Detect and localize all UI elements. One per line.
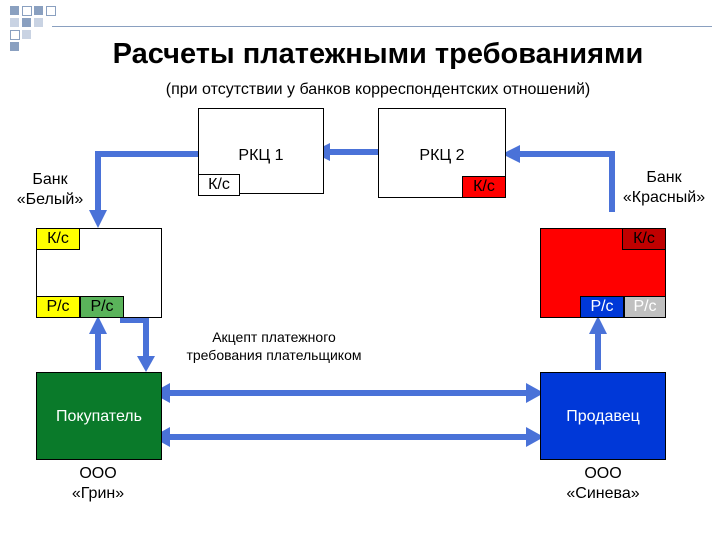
- arrow-bank-red-to-rkc2: [518, 151, 615, 212]
- bank-red-ks: К/с: [622, 228, 666, 250]
- seller-org: ООО «Синева»: [553, 464, 653, 504]
- arrowhead: [137, 356, 155, 372]
- bank-white-ks: К/с: [36, 228, 80, 250]
- corner-square: [10, 42, 19, 51]
- arrowhead: [502, 145, 520, 163]
- bank-red-name: Банк «Красный»: [612, 168, 716, 208]
- buyer-box: [36, 372, 162, 460]
- page-subtitle: (при отсутствии у банков корреспондентск…: [165, 81, 591, 98]
- page-title: Расчеты платежными требованиями: [112, 38, 644, 70]
- bank-white-name-line2: «Белый»: [16, 191, 84, 208]
- arrowhead: [89, 210, 107, 228]
- bank-red-name-line1: Банк: [646, 169, 682, 186]
- rkc2-label: РКЦ 2: [419, 147, 465, 164]
- arrowhead: [89, 316, 107, 334]
- corner-square: [10, 30, 20, 40]
- buyer-label: Покупатель: [56, 408, 142, 425]
- corner-square: [10, 18, 19, 27]
- header-rule: [52, 26, 712, 27]
- rkc1-account: К/с: [198, 174, 240, 196]
- acceptance-note: Акцепт платежного требования плательщико…: [164, 328, 384, 364]
- corner-square: [46, 6, 56, 16]
- seller-box: [540, 372, 666, 460]
- arrowhead: [526, 383, 544, 403]
- seller-org-line2: «Синева»: [566, 485, 640, 502]
- buyer-org-line2: «Грин»: [71, 485, 125, 502]
- corner-square: [22, 6, 32, 16]
- arrow-rkc1-to-bank-white: [95, 151, 198, 212]
- corner-square: [34, 6, 43, 15]
- corner-square: [22, 30, 31, 39]
- bank-red-rs-2: Р/с: [624, 296, 666, 318]
- rkc1-label: РКЦ 1: [238, 147, 284, 164]
- bank-white-name-line1: Банк: [32, 171, 68, 188]
- buyer-org-line1: ООО: [79, 465, 117, 482]
- seller-label: Продавец: [566, 408, 640, 425]
- rkc2-account: К/с: [462, 176, 506, 198]
- buyer-org: ООО «Грин»: [48, 464, 148, 504]
- arrowhead: [526, 427, 544, 447]
- corner-square: [34, 18, 43, 27]
- bank-red-rs-1: Р/с: [580, 296, 624, 318]
- bank-white-name: Банк «Белый»: [10, 170, 90, 210]
- arrow-acceptance: [120, 317, 149, 360]
- corner-square: [10, 6, 19, 15]
- seller-org-line1: ООО: [584, 465, 622, 482]
- acceptance-line2: требования плательщиком: [186, 347, 362, 363]
- bank-white-rs-1: Р/с: [36, 296, 80, 318]
- arrowhead: [589, 316, 607, 334]
- bank-red-name-line2: «Красный»: [622, 189, 706, 206]
- bank-white-rs-2: Р/с: [80, 296, 124, 318]
- acceptance-line1: Акцепт платежного: [212, 329, 336, 345]
- corner-square: [22, 18, 31, 27]
